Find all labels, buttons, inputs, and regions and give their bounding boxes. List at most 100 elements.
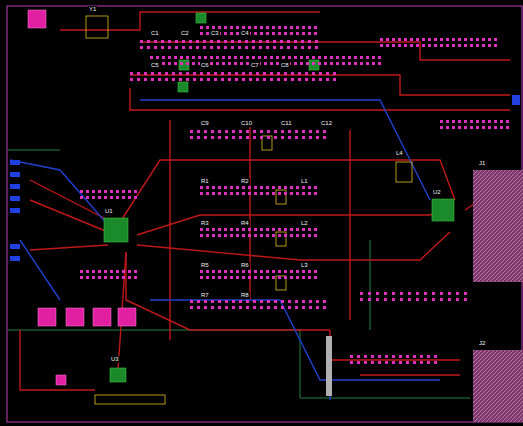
smd-pad [413,361,416,364]
smd-pad [232,300,235,303]
smd-pad [272,228,275,231]
smd-pad [456,298,459,301]
smd-pad [314,192,317,195]
smd-pad [312,56,315,59]
smd-pad [357,355,360,358]
smd-pad [206,270,209,273]
smd-pad [110,270,113,273]
smd-pad [416,292,419,295]
smd-pad [290,234,293,237]
smd-pad [306,62,309,65]
smd-pad [434,355,437,358]
smd-pad [222,62,225,65]
smd-pad [144,78,147,81]
smd-pad [168,40,171,43]
smd-pad [200,192,203,195]
smd-pad [410,44,413,47]
smd-pad [134,196,137,199]
smd-pad [305,78,308,81]
smd-pad [242,78,245,81]
smd-pad [150,56,153,59]
smd-pad [92,270,95,273]
smd-pad [296,192,299,195]
smd-pad [298,72,301,75]
smd-pad [246,56,249,59]
smd-pad [323,130,326,133]
smd-pad [242,192,245,195]
smd-pad [225,130,228,133]
smd-pad [272,276,275,279]
smd-pad [116,276,119,279]
smd-pad [314,234,317,237]
smd-pad [122,276,125,279]
smd-pad [249,72,252,75]
smd-pad [319,72,322,75]
smd-pad [197,300,200,303]
smd-pad [240,62,243,65]
smd-pad [458,120,461,123]
smd-pad [98,190,101,193]
smd-pad [294,62,297,65]
smd-pad [80,270,83,273]
refdes-label: R5 [200,262,210,269]
smd-pad [211,306,214,309]
smd-pad [284,234,287,237]
refdes-label: U2 [432,189,442,196]
smd-pad [193,78,196,81]
smd-pad [309,300,312,303]
smd-pad [204,300,207,303]
smd-pad [400,298,403,301]
smd-pad [179,78,182,81]
smd-pad [174,62,177,65]
smd-pad [372,56,375,59]
smd-pad [92,276,95,279]
smd-pad [212,186,215,189]
smd-pad [278,276,281,279]
smd-pad [230,26,233,29]
smd-pad [284,72,287,75]
smd-pad [128,276,131,279]
smd-pad [92,196,95,199]
smd-pad [218,234,221,237]
smd-pad [234,56,237,59]
smd-pad [162,56,165,59]
smd-pad [272,26,275,29]
smd-pad [290,228,293,231]
smd-pad [165,78,168,81]
smd-pad [174,56,177,59]
smd-pad [434,44,437,47]
smd-pad [196,46,199,49]
smd-pad [246,300,249,303]
smd-pad [385,355,388,358]
smd-pad [206,186,209,189]
smd-pad [291,78,294,81]
smd-pad [324,56,327,59]
smd-pad [252,46,255,49]
smd-pad [162,62,165,65]
smd-pad [267,306,270,309]
smd-pad [500,126,503,129]
smd-pad [452,120,455,123]
smd-pad [281,130,284,133]
refdes-label: C7 [250,62,260,69]
smd-pad [252,56,255,59]
smd-pad [104,190,107,193]
smd-pad [147,46,150,49]
smd-pad [494,120,497,123]
smd-pad [224,46,227,49]
smd-pad [224,276,227,279]
smd-pad [406,361,409,364]
smd-pad [254,276,257,279]
smd-pad [384,292,387,295]
smd-pad [137,78,140,81]
smd-pad [408,298,411,301]
smd-pad [200,186,203,189]
smd-pad [234,62,237,65]
smd-pad [330,56,333,59]
refdes-label: L3 [300,262,309,269]
smd-pad [440,120,443,123]
smd-pad [239,306,242,309]
smd-pad [295,130,298,133]
smd-pad [168,56,171,59]
smd-pad [235,72,238,75]
